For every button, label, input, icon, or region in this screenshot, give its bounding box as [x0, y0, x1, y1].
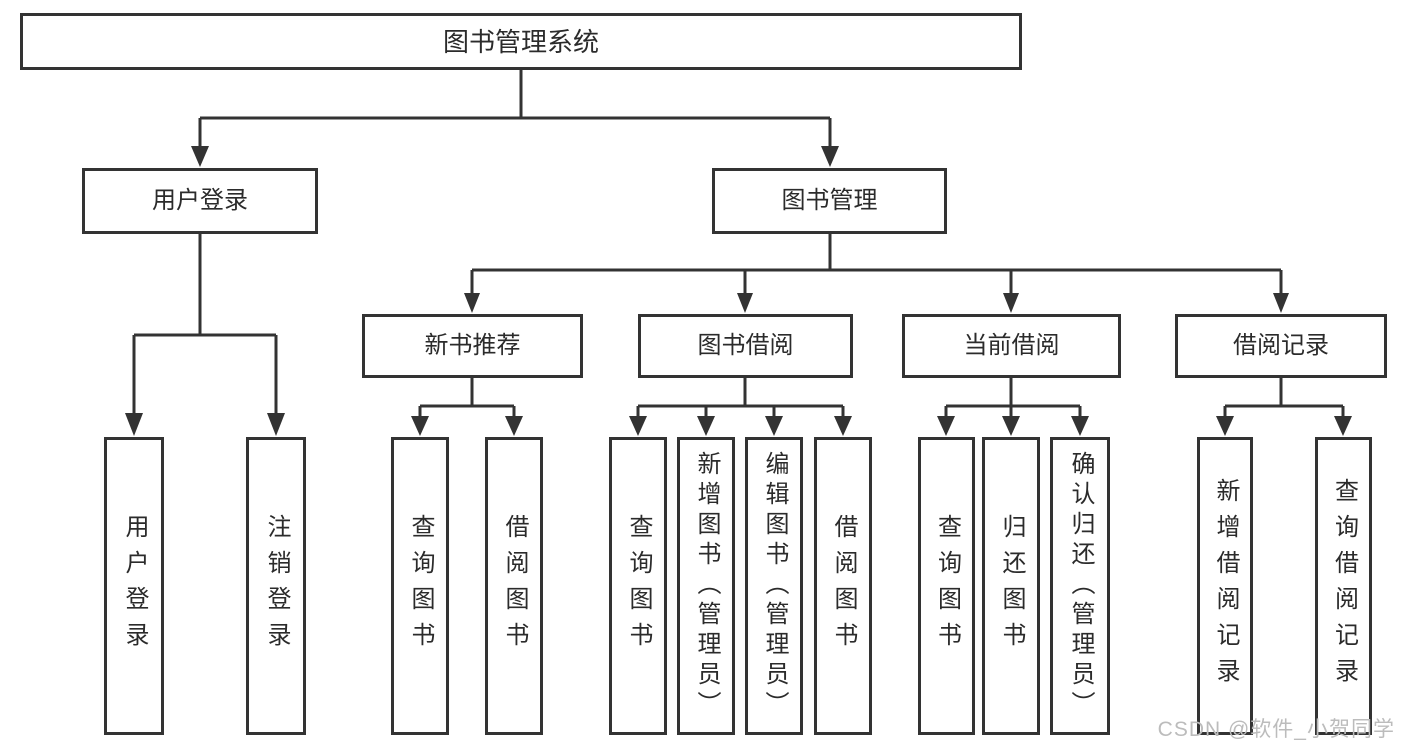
leaf-add-borrow-record: 新增借阅记录: [1197, 437, 1253, 735]
node-book-management: 图书管理: [712, 168, 947, 234]
node-book-borrow: 图书借阅: [638, 314, 853, 378]
leaf-logout-label: 注销登录: [263, 514, 290, 658]
node-current-borrow: 当前借阅: [902, 314, 1121, 378]
leaf-query-books-recommend-label: 查询图书: [407, 514, 434, 658]
leaf-borrow-books-label: 借阅图书: [830, 514, 857, 658]
node-new-book-recommend: 新书推荐: [362, 314, 583, 378]
leaf-user-login-label: 用户登录: [121, 514, 148, 658]
node-current-borrow-label: 当前借阅: [963, 332, 1060, 359]
leaf-add-books-admin-label: 新增图书（管理员）: [693, 451, 720, 721]
leaf-query-borrow-record-label: 查询借阅记录: [1330, 478, 1358, 694]
leaf-add-borrow-record-label: 新增借阅记录: [1212, 478, 1239, 694]
node-library-system-label: 图书管理系统: [442, 26, 599, 57]
connector-current-borrow: [937, 378, 1089, 436]
leaf-query-books-current-label: 查询图书: [933, 514, 961, 658]
leaf-confirm-return-admin-label: 确认归还（管理员）: [1067, 451, 1094, 721]
leaf-confirm-return-admin: 确认归还（管理员）: [1050, 437, 1110, 735]
node-borrow-records: 借阅记录: [1175, 314, 1387, 378]
leaf-query-books-borrow: 查询图书: [609, 437, 667, 735]
node-library-system: 图书管理系统: [20, 13, 1022, 70]
leaf-logout: 注销登录: [246, 437, 306, 735]
leaf-add-books-admin: 新增图书（管理员）: [677, 437, 735, 735]
node-new-book-recommend-label: 新书推荐: [424, 332, 521, 359]
node-borrow-records-label: 借阅记录: [1233, 332, 1329, 359]
node-user-login: 用户登录: [82, 168, 318, 234]
node-book-management-label: 图书管理: [781, 187, 878, 214]
leaf-query-books-current: 查询图书: [918, 437, 975, 735]
leaf-borrow-books-recommend-label: 借阅图书: [501, 514, 528, 658]
connector-root: [191, 70, 839, 167]
leaf-user-login: 用户登录: [104, 437, 164, 735]
leaf-query-borrow-record: 查询借阅记录: [1315, 437, 1372, 735]
leaf-return-books-label: 归还图书: [998, 514, 1025, 658]
leaf-return-books: 归还图书: [982, 437, 1040, 735]
node-user-login-label: 用户登录: [152, 187, 248, 214]
leaf-edit-books-admin-label: 编辑图书（管理员）: [761, 451, 788, 721]
leaf-borrow-books: 借阅图书: [814, 437, 872, 735]
leaf-query-books-borrow-label: 查询图书: [625, 514, 652, 658]
connector-user-login: [125, 234, 285, 436]
leaf-borrow-books-recommend: 借阅图书: [485, 437, 543, 735]
connector-new-book-recommend: [411, 378, 523, 436]
connector-book-borrow: [629, 378, 852, 436]
node-book-borrow-label: 图书借阅: [697, 332, 794, 359]
leaf-query-books-recommend: 查询图书: [391, 437, 449, 735]
leaf-edit-books-admin: 编辑图书（管理员）: [745, 437, 803, 735]
connector-book-management: [464, 234, 1289, 313]
csdn-watermark: CSDN @软件_小贺同学: [1157, 718, 1395, 741]
connector-borrow-records: [1216, 378, 1352, 436]
